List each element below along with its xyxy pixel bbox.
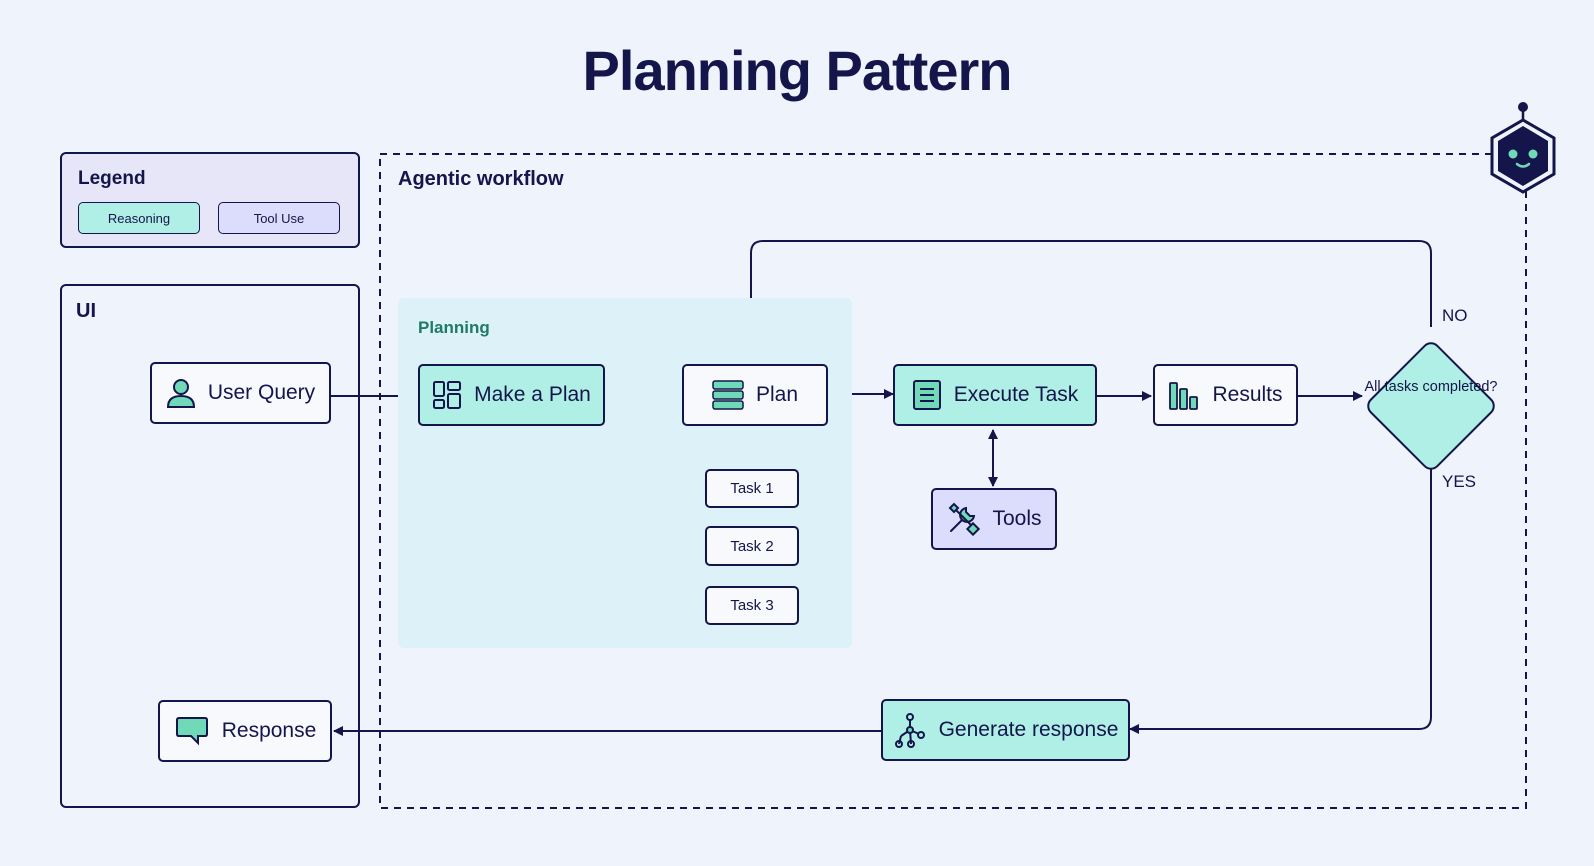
legend-panel: Legend Reasoning Tool Use [60, 152, 360, 248]
wrench-screwdriver-icon [946, 502, 981, 536]
make-plan-node: Make a Plan [418, 364, 605, 426]
generate-response-label: Generate response [938, 718, 1119, 741]
agentic-workflow-boundary [379, 153, 1527, 809]
tools-label: Tools [992, 507, 1042, 530]
branch-yes-label: YES [1442, 472, 1477, 491]
plan-node: Plan [682, 364, 828, 426]
user-query-node: User Query [150, 362, 331, 424]
results-node: Results [1153, 364, 1298, 426]
page-title: Planning Pattern [582, 39, 1013, 102]
response-node: Response [158, 700, 332, 762]
make-plan-label: Make a Plan [474, 383, 591, 406]
dashboard-grid-icon [432, 380, 462, 410]
execute-task-node: Execute Task [893, 364, 1097, 426]
agentic-workflow-title: Agentic workflow [398, 168, 564, 190]
ui-panel-title: UI [76, 300, 96, 322]
task-1-node: Task 1 [705, 469, 799, 508]
tools-node: Tools [931, 488, 1057, 550]
generate-response-node: Generate response [881, 699, 1130, 761]
planning-title: Planning [418, 318, 490, 337]
network-nodes-icon [893, 712, 927, 748]
bar-chart-icon [1168, 379, 1200, 411]
legend-reasoning-chip: Reasoning [78, 202, 200, 234]
plan-label: Plan [755, 383, 799, 406]
chat-bubble-icon [174, 716, 210, 746]
execute-task-label: Execute Task [953, 383, 1079, 406]
user-query-label: User Query [207, 381, 316, 404]
document-list-icon [912, 379, 942, 411]
user-icon [166, 377, 196, 409]
task-3-node: Task 3 [705, 586, 799, 625]
response-label: Response [221, 719, 317, 742]
arrow-yes-to-generate [1129, 465, 1432, 734]
ui-panel: UI [60, 284, 360, 808]
task-2-node: Task 2 [705, 526, 799, 566]
legend-tool-use-chip: Tool Use [218, 202, 340, 234]
results-label: Results [1212, 383, 1283, 406]
legend-title: Legend [78, 168, 146, 189]
decision-label: All tasks completed? [1364, 379, 1498, 395]
arrow-no-loop-to-plan [746, 240, 1432, 359]
stack-icon [712, 379, 744, 411]
branch-no-label: NO [1442, 306, 1468, 325]
robot-agent-icon [1486, 98, 1560, 201]
